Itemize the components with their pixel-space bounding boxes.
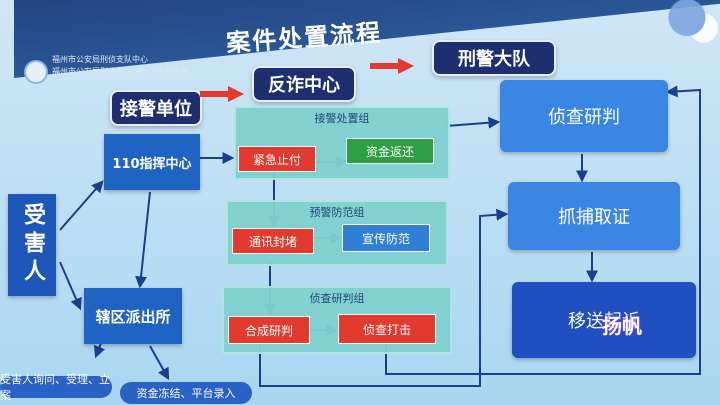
stage-receiving-unit: 接警单位: [110, 90, 202, 126]
action-publicity-prevention: 宣传防范: [342, 224, 430, 252]
action-fund-return: 资金返还: [346, 138, 434, 164]
cartoon-police-mascot-icon: [610, 0, 720, 70]
group-title: 侦查研判组: [309, 292, 365, 305]
victim-node: 受害人: [8, 194, 56, 296]
note-victim-intake: 受害人询问、受理、立案: [0, 373, 112, 402]
org-name-line-2: 福州市公安局刑侦支队“合一”作战平台: [52, 67, 189, 76]
stage-anti-fraud-center: 反诈中心: [252, 66, 356, 102]
step-arrest-evidence: 抓捕取证: [508, 182, 680, 250]
red-arrow-icon: [370, 58, 414, 74]
action-comm-block: 通讯封堵: [232, 228, 314, 254]
step-prosecution: 移送起诉: [512, 282, 696, 358]
org-name-line-1: 福州市公安局刑侦支队中心: [52, 55, 148, 64]
red-arrow-icon: [200, 86, 244, 102]
step-investigation: 侦查研判: [500, 80, 668, 152]
group-title: 预警防范组: [309, 206, 365, 219]
center-110-node: 110指挥中心: [104, 134, 200, 190]
group-title: 接警处置组: [314, 112, 370, 125]
note-fund-freeze: 资金冻结、平台录入: [120, 382, 252, 404]
action-synthetic-analysis: 合成研判: [228, 316, 310, 344]
stage-criminal-brigade: 刑警大队: [432, 40, 556, 76]
police-badge-icon: [24, 60, 48, 84]
watermark-logo: 扬帆: [602, 314, 642, 338]
action-emergency-stop-payment: 紧急止付: [238, 146, 316, 172]
org-logo-block: 福州市公安局刑侦支队中心 福州市公安局刑侦支队“合一”作战平台: [24, 54, 224, 94]
action-investigation-strike: 侦查打击: [338, 314, 436, 344]
police-station-node: 辖区派出所: [84, 288, 182, 344]
